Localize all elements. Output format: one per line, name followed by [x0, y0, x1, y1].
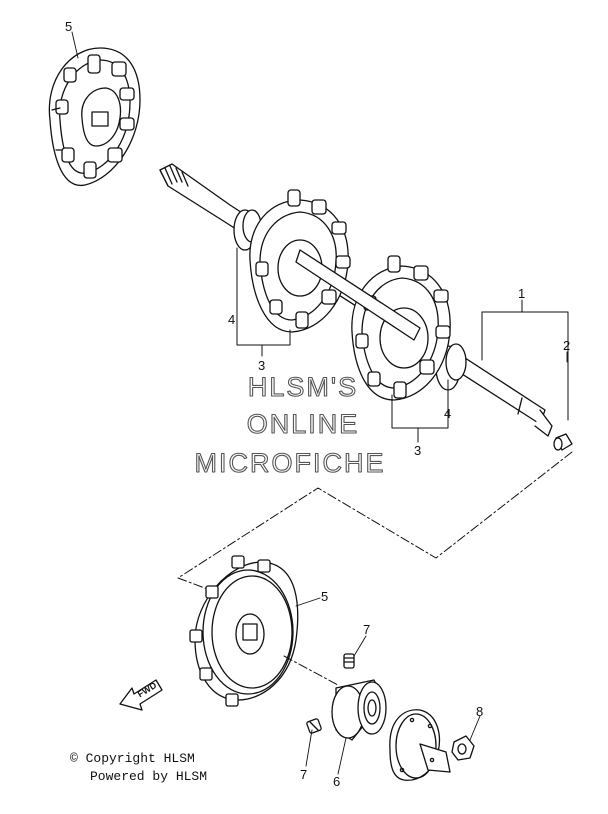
callout-4-left: 4 — [228, 312, 235, 327]
callout-1: 1 — [518, 286, 525, 301]
callout-7-lower: 7 — [300, 767, 307, 782]
callout-5-upper: 5 — [65, 19, 72, 34]
callout-2: 2 — [563, 338, 570, 353]
nut-8 — [451, 735, 475, 761]
flange-hub — [389, 709, 451, 781]
leader-lines — [71, 31, 568, 775]
watermark-line-1: HLSM'S — [248, 372, 358, 402]
callout-3-right: 3 — [414, 443, 421, 458]
lower-drive-wheel-5 — [189, 555, 339, 707]
callout-3-left: 3 — [258, 358, 265, 373]
powered-by-text: Powered by HLSM — [90, 769, 208, 784]
watermark-line-2: ONLINE — [247, 409, 360, 439]
set-screw-lower-7 — [306, 718, 322, 734]
callout-5-lower: 5 — [321, 589, 328, 604]
upper-sprocket-5 — [48, 47, 141, 186]
callout-8: 8 — [476, 704, 483, 719]
callout-6: 6 — [333, 774, 340, 789]
shaft-sprocket-right-3 — [351, 255, 451, 401]
forward-direction-arrow: FWD — [119, 679, 163, 711]
shaft-collar-right-4 — [435, 343, 467, 391]
copyright-text: © Copyright HLSM — [70, 751, 195, 766]
watermark-line-3: MICROFICHE — [195, 448, 386, 478]
shaft-sprocket-left-3 — [249, 189, 351, 333]
end-plug-2 — [553, 433, 573, 451]
set-screw-upper-7 — [343, 653, 355, 669]
assembly-connector-line — [177, 451, 573, 591]
callout-7-upper: 7 — [363, 622, 370, 637]
callout-4-right: 4 — [444, 406, 451, 421]
bearing-6 — [331, 679, 387, 741]
callout-brackets — [236, 247, 569, 443]
watermark: HLSM'S ONLINE MICROFICHE — [194, 371, 386, 478]
